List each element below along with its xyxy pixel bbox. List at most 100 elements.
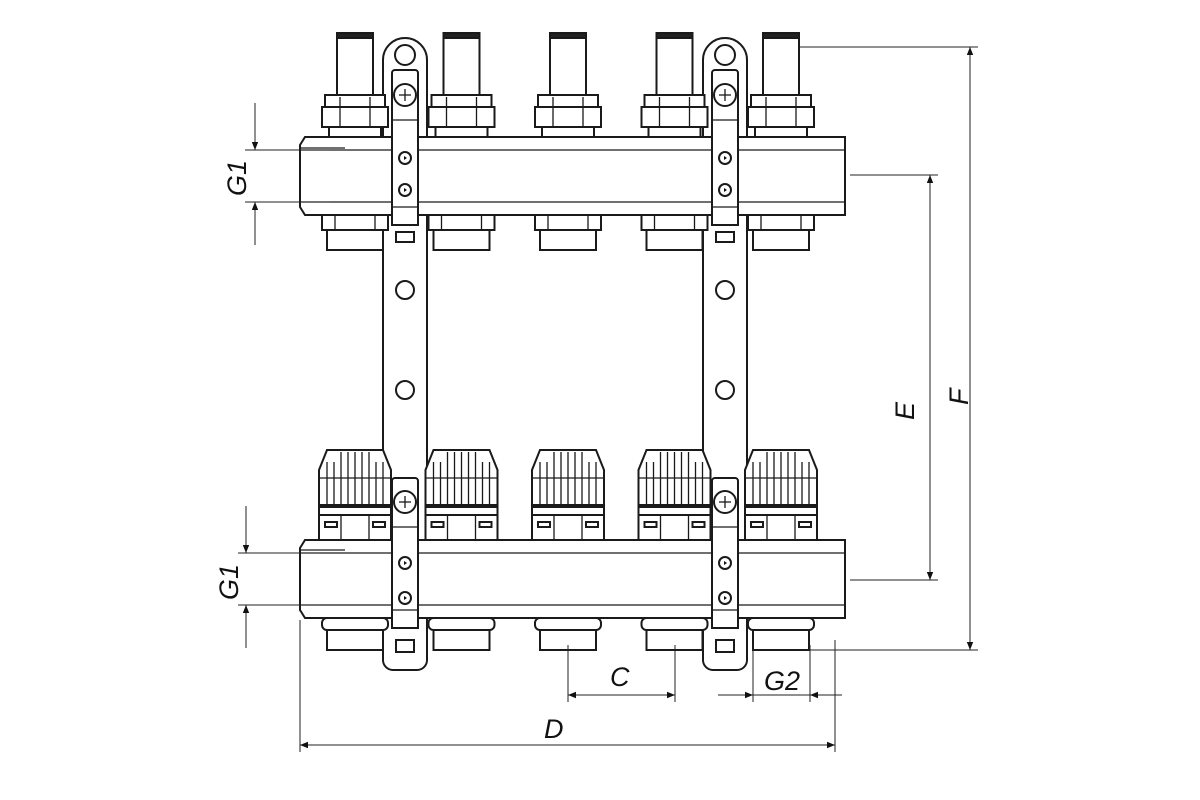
mount-hole-icon [715,280,735,300]
outlet-thread [326,629,384,651]
flow-meter-cap [655,32,694,39]
mount-hole-icon [394,44,416,66]
nut-top [324,94,386,108]
flow-meter-cap [549,32,587,39]
nut-base [328,126,382,138]
outlet-nut [640,214,709,231]
outlet-nut [321,214,389,231]
knob-collar [637,506,712,516]
strap-body [391,477,419,629]
mount-hole-icon [395,280,415,300]
valve-knob [531,449,605,651]
rivet-mark [404,596,407,600]
d-label: D [544,714,564,744]
nut-top [750,94,812,108]
nut-slot [537,521,551,528]
outlet-nut [640,617,709,631]
clip-slot [395,231,415,243]
dimension-lines: F E G1 G1 C G2 D [214,46,978,752]
flow-meter-tube [655,32,694,99]
nut-slot [585,521,599,528]
nut-body [747,106,815,128]
valve-knob [424,449,499,651]
flow-meter [321,32,389,251]
nut-slot [372,521,386,528]
bracket-strap [391,477,419,629]
c-label: C [610,662,630,692]
outlet-thread [752,629,810,651]
rivet-mark [724,561,727,565]
nut-slot [643,521,658,528]
outlet-nut [321,617,389,631]
flow-meter-cap [336,32,374,39]
nut-top [430,94,493,108]
outlet-thread [645,229,704,251]
e-label: E [890,401,920,420]
nut-body [321,106,389,128]
bracket-strap [391,69,419,226]
flow-meter-cap [762,32,800,39]
nut-body [534,106,602,128]
mount-hole-icon [715,380,735,400]
flow-meter-tube [442,32,481,99]
bracket-strap [711,477,739,629]
knob-collar [424,506,499,516]
rivet-mark [404,156,407,160]
rivet-mark [724,596,727,600]
flow-meter-cap [442,32,481,39]
knob-collar [318,506,392,516]
nut-base [647,126,702,138]
g1-bottom-label: G1 [214,564,244,600]
nut-top [537,94,599,108]
nut-body [427,106,496,128]
nut-slot [324,521,338,528]
knob-collar [744,506,818,516]
flow-meter-tube [549,32,587,99]
nut-base [541,126,595,138]
outlet-nut [427,617,496,631]
bracket-strap [711,69,739,226]
nut-base [754,126,808,138]
outlet-thread [326,229,384,251]
top-manifold-bar [299,136,846,216]
outlet-nut [747,617,815,631]
flow-meter-tube [762,32,800,99]
f-label: F [944,387,974,405]
nut-slot [478,521,493,528]
mount-hole-icon [395,380,415,400]
outlet-thread [752,229,810,251]
rivet-mark [404,188,407,192]
strap-body [391,69,419,226]
outlet-nut [747,214,815,231]
bar-body [299,136,846,216]
nut-slot [750,521,764,528]
clip-slot [715,639,735,653]
outlet-thread [432,629,491,651]
rivet-mark [724,188,727,192]
nut-body [640,106,709,128]
outlet-nut [427,214,496,231]
nut-base [434,126,489,138]
strap-body [711,69,739,226]
nut-slot [691,521,706,528]
flow-meter-tube [336,32,374,99]
nut-slot [430,521,445,528]
bottom-manifold-bar [299,539,846,619]
mount-hole-icon [714,44,736,66]
flow-meter [747,32,815,251]
valve-knob [637,449,712,651]
outlet-nut [534,617,602,631]
rivet-mark [404,561,407,565]
nut-slot [798,521,812,528]
clip-slot [715,231,735,243]
outlet-thread [539,229,597,251]
outlet-thread [432,229,491,251]
flow-meter [534,32,602,251]
nut-top [643,94,706,108]
knob-collar [531,506,605,516]
rivet-mark [724,156,727,160]
strap-body [711,477,739,629]
outlet-nut [534,214,602,231]
